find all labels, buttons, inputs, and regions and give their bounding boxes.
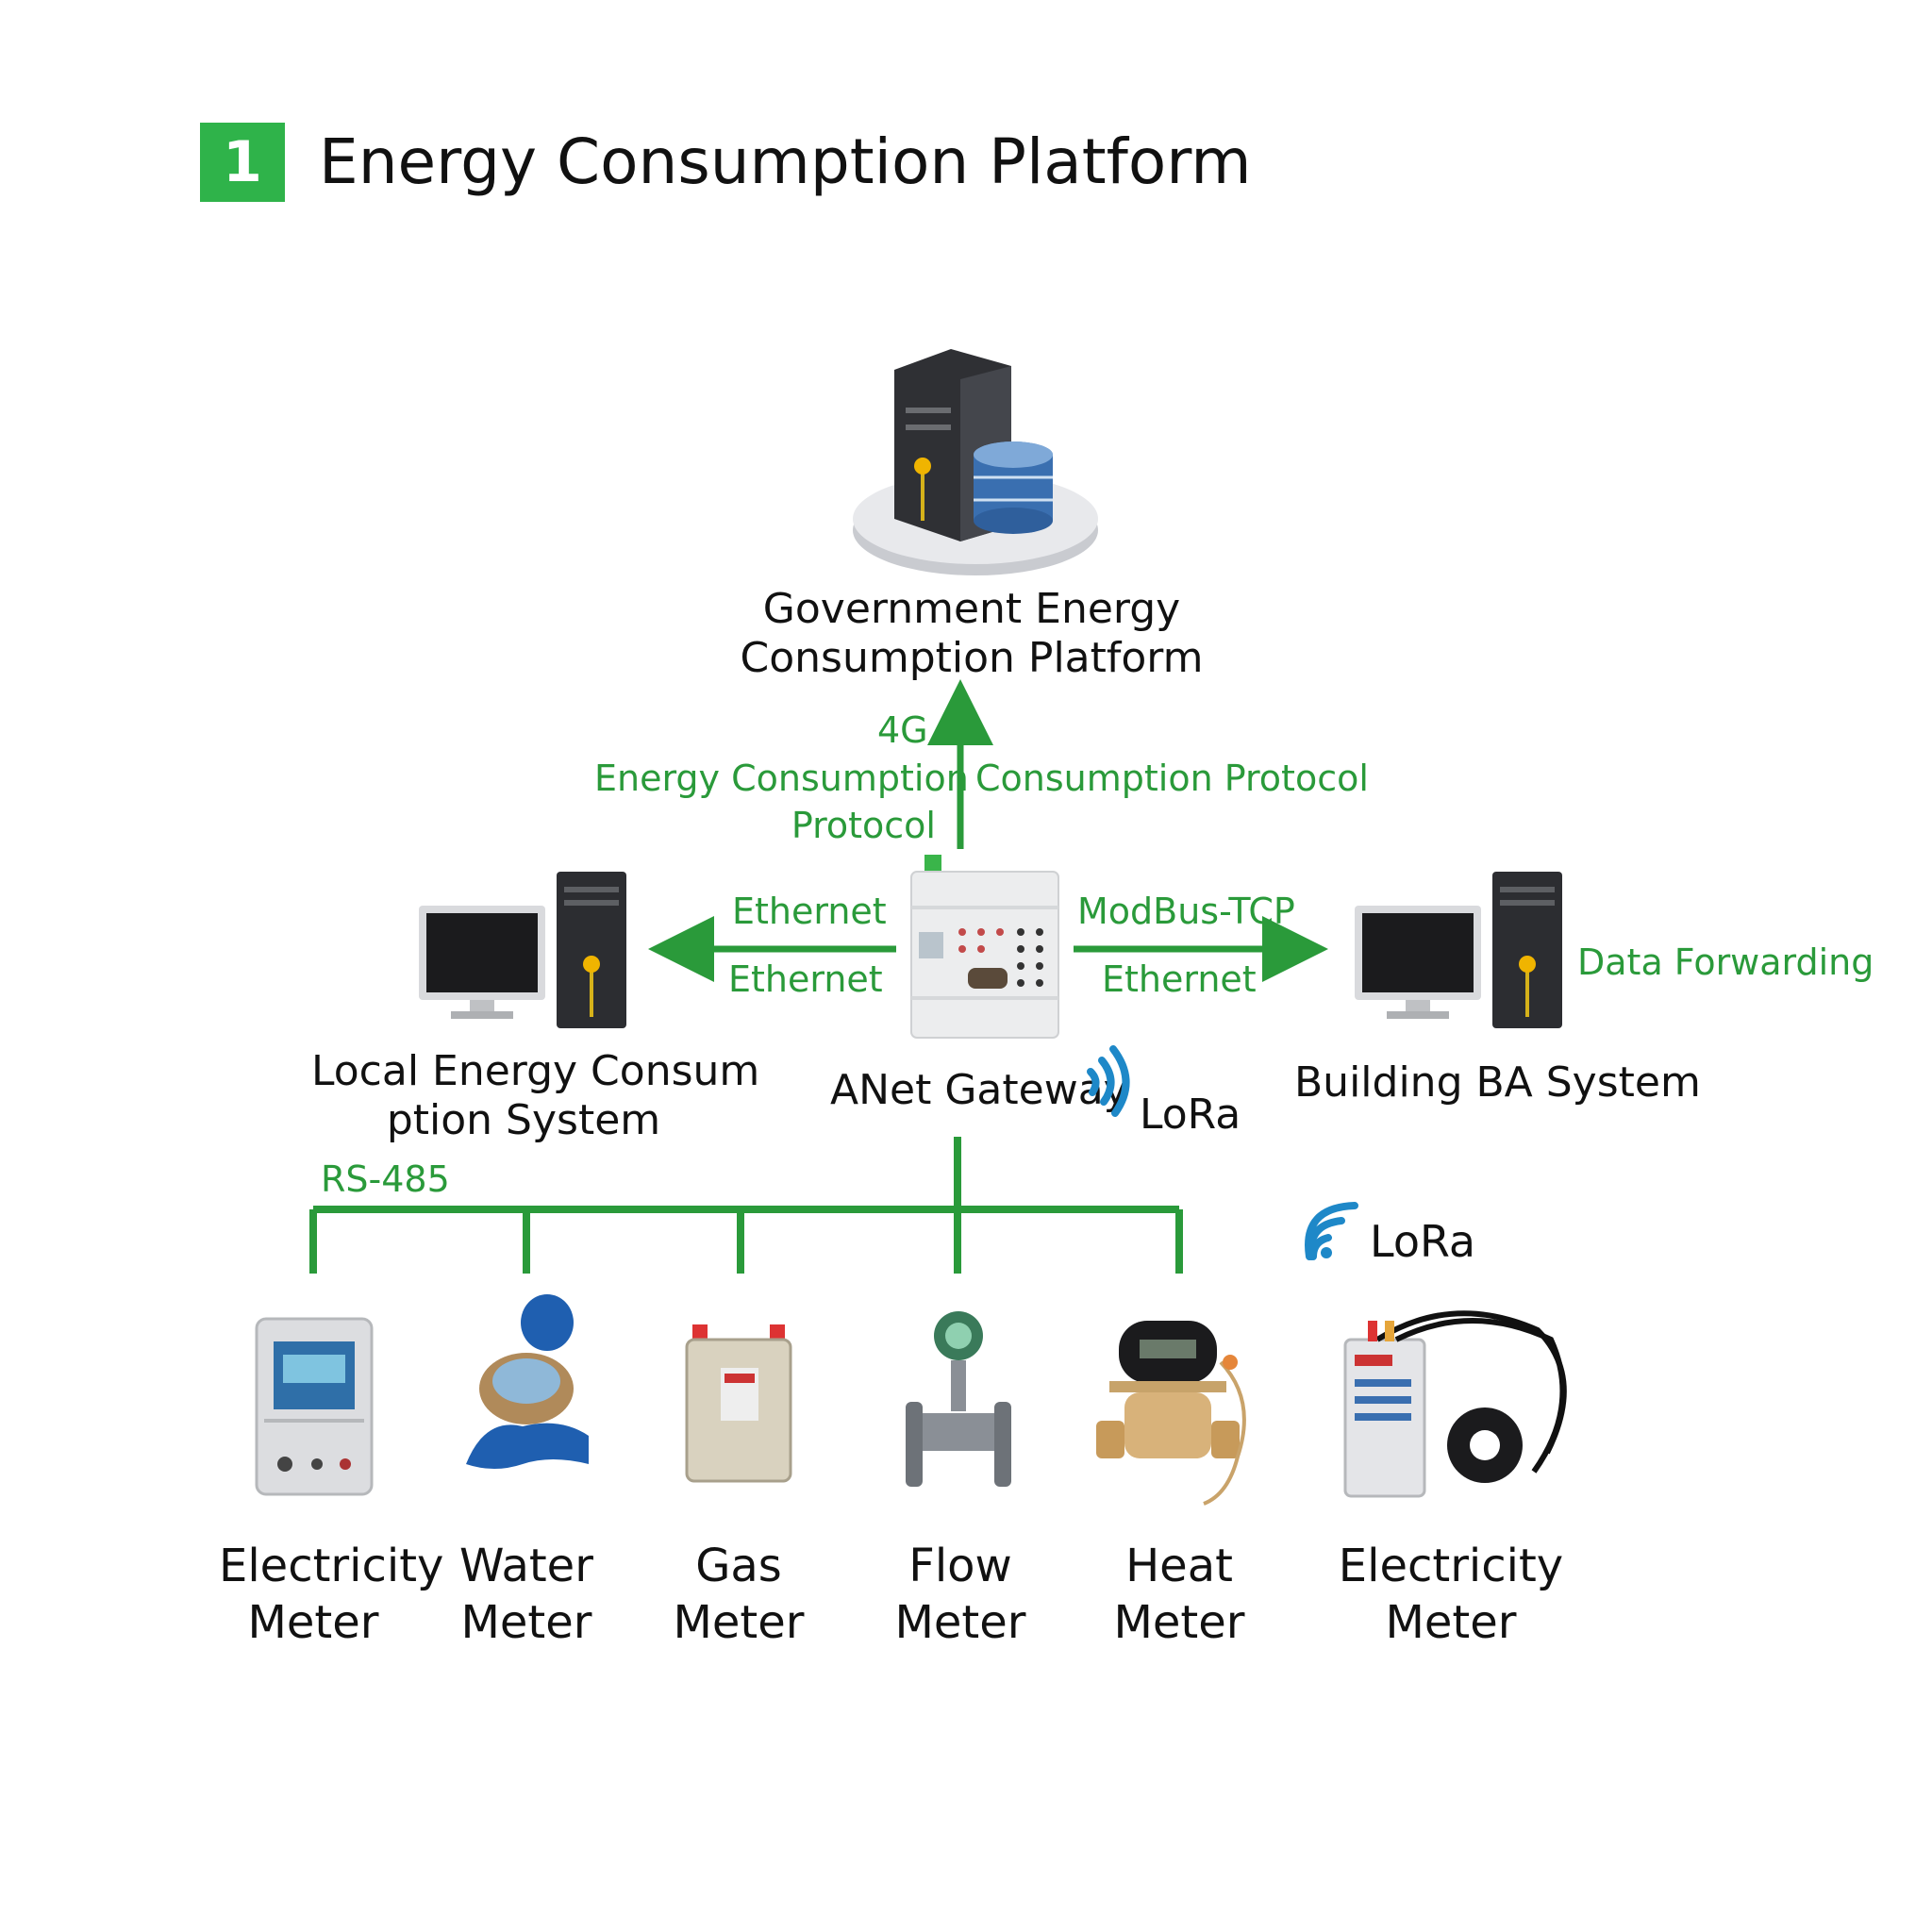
page-title: Energy Consumption Platform — [319, 125, 1252, 198]
protocol-consumption-label: Consumption Protocol — [975, 758, 1369, 799]
gateway-wireless-icon — [1087, 1045, 1130, 1117]
meter-label-water: Water Meter — [459, 1540, 593, 1649]
gateway-device-icon — [910, 855, 1059, 1039]
electricity-meter-icon — [255, 1317, 374, 1496]
meter-lora-label: LoRa — [1370, 1216, 1476, 1267]
meter-label-flow: Flow Meter — [894, 1540, 1026, 1649]
lora-electricity-meter-icon — [1343, 1310, 1567, 1498]
heat-meter-icon — [1096, 1321, 1246, 1506]
meter-label-electricity: Electricity Meter — [219, 1540, 444, 1649]
lora-wireless-icon — [1305, 1202, 1358, 1260]
gateway-label: ANet Gateway — [830, 1066, 1128, 1114]
meter-label-heat: Heat Meter — [1113, 1540, 1245, 1649]
building-pc-icon — [1355, 872, 1562, 1028]
building-ba-label: Building BA System — [1294, 1058, 1701, 1107]
meter-label-gas: Gas Meter — [673, 1540, 805, 1649]
protocol-energy-consumption-label: Energy Consumption Protocol — [594, 758, 969, 846]
local-pc-icon — [419, 872, 626, 1028]
ethernet-left-bottom-label: Ethernet — [728, 958, 883, 1000]
ethernet-left-top-label: Ethernet — [732, 891, 887, 932]
section-number-badge: 1 — [200, 123, 285, 202]
protocol-4g-label: 4G — [877, 709, 928, 751]
gateway-lora-label: LoRa — [1140, 1091, 1241, 1139]
flow-meter-icon — [906, 1311, 1011, 1487]
rs485-bus — [309, 1137, 1183, 1274]
meter-label-lora-electricity: Electricity Meter — [1338, 1540, 1564, 1649]
rs485-label: RS-485 — [321, 1158, 450, 1200]
ethernet-right-label: Ethernet — [1102, 958, 1257, 1000]
government-platform-label: Government Energy Consumption Platform — [740, 585, 1204, 682]
data-forwarding-label: Data Forwarding — [1577, 941, 1874, 983]
server-database-icon — [853, 349, 1098, 575]
local-system-label: Local Energy Consum ption System — [311, 1047, 760, 1144]
modbus-tcp-label: ModBus-TCP — [1077, 891, 1295, 932]
water-meter-icon — [466, 1294, 589, 1469]
gas-meter-icon — [685, 1324, 792, 1483]
